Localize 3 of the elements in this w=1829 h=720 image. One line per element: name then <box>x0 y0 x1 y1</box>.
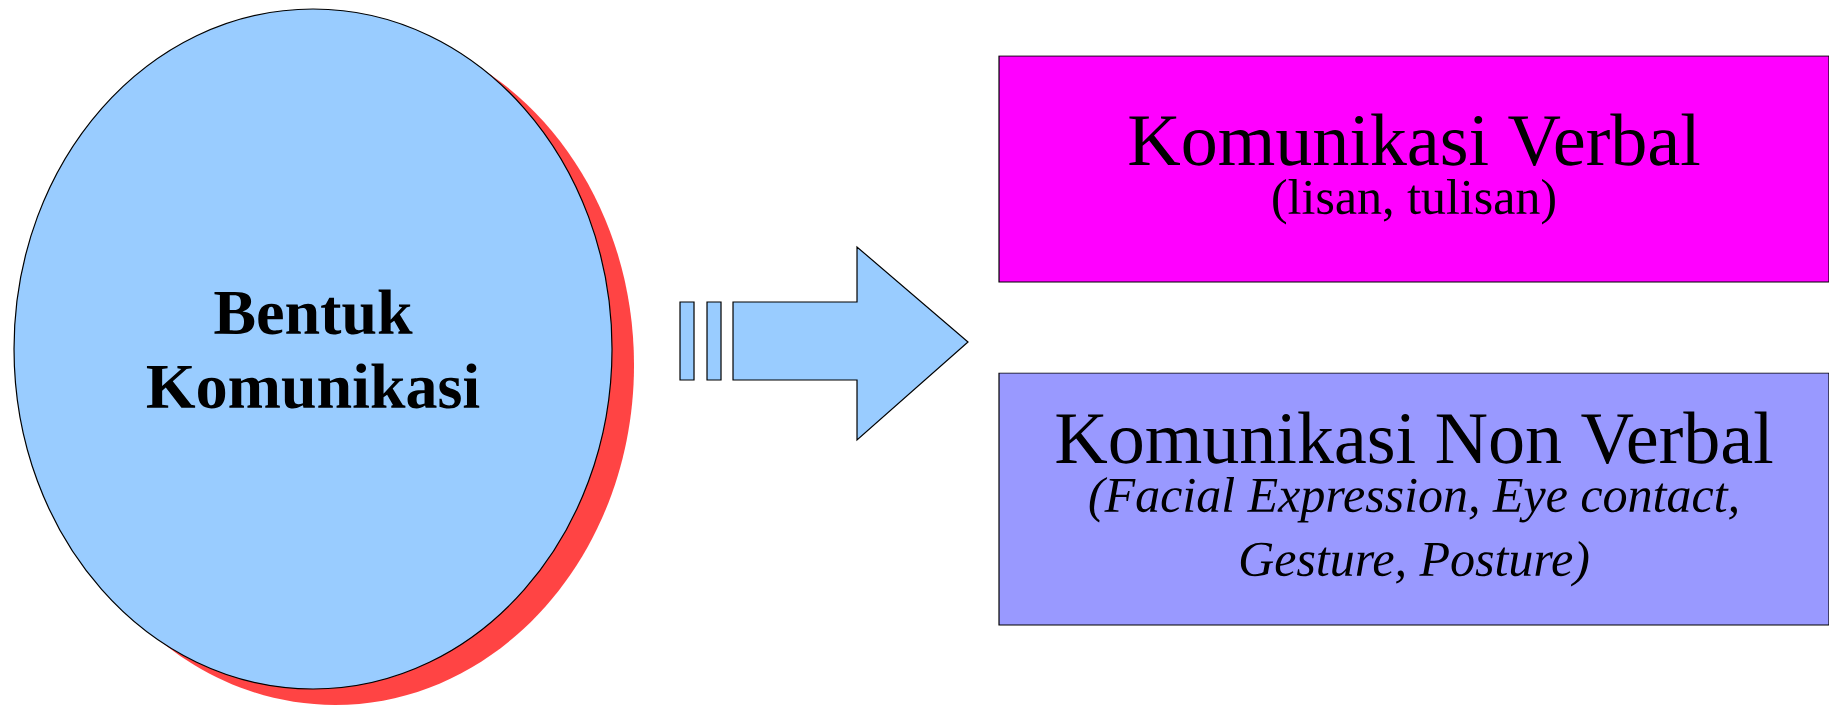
text-box: Komunikasi Non Verbal (Facial Expression, Eye contact, Gesture, Posture) <box>998 372 1829 626</box>
block-arrow <box>679 245 969 442</box>
text-box: Komunikasi Verbal (lisan, tulisan) <box>998 55 1829 283</box>
